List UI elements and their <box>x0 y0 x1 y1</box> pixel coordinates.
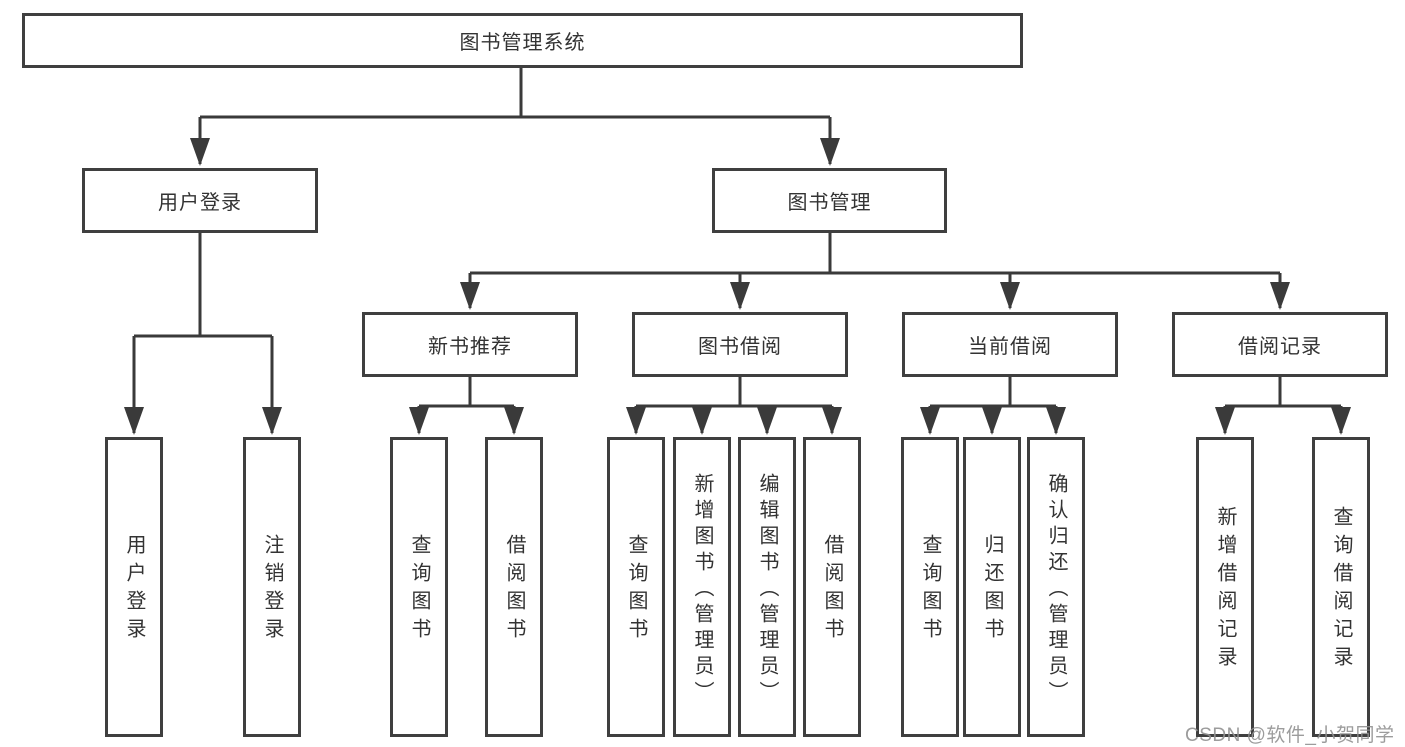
leaf-borrow-books-borrowing: 借阅图书 <box>803 437 861 737</box>
node-user-login: 用户登录 <box>82 168 318 233</box>
leaf-borrow-books-recommend: 借阅图书 <box>485 437 543 737</box>
leaf-add-borrow-record: 新增借阅记录 <box>1196 437 1254 737</box>
leaf-query-books-recommend: 查询图书 <box>390 437 448 737</box>
leaf-return-books: 归还图书 <box>963 437 1021 737</box>
node-book-management: 图书管理 <box>712 168 947 233</box>
leaf-query-books-borrowing: 查询图书 <box>607 437 665 737</box>
node-book-borrowing: 图书借阅 <box>632 312 848 377</box>
csdn-watermark: CSDN @软件_小贺同学 <box>1185 725 1395 746</box>
leaf-query-borrow-record: 查询借阅记录 <box>1312 437 1370 737</box>
leaf-add-book-admin: 新增图书（管理员） <box>673 437 731 737</box>
node-current-borrowing: 当前借阅 <box>902 312 1118 377</box>
node-library-system: 图书管理系统 <box>22 13 1023 68</box>
leaf-logout: 注销登录 <box>243 437 301 737</box>
leaf-query-books-current: 查询图书 <box>901 437 959 737</box>
node-borrowing-records: 借阅记录 <box>1172 312 1388 377</box>
leaf-confirm-return-admin: 确认归还（管理员） <box>1027 437 1085 737</box>
leaf-edit-book-admin: 编辑图书（管理员） <box>738 437 796 737</box>
node-new-book-recommendation: 新书推荐 <box>362 312 578 377</box>
leaf-user-login: 用户登录 <box>105 437 163 737</box>
